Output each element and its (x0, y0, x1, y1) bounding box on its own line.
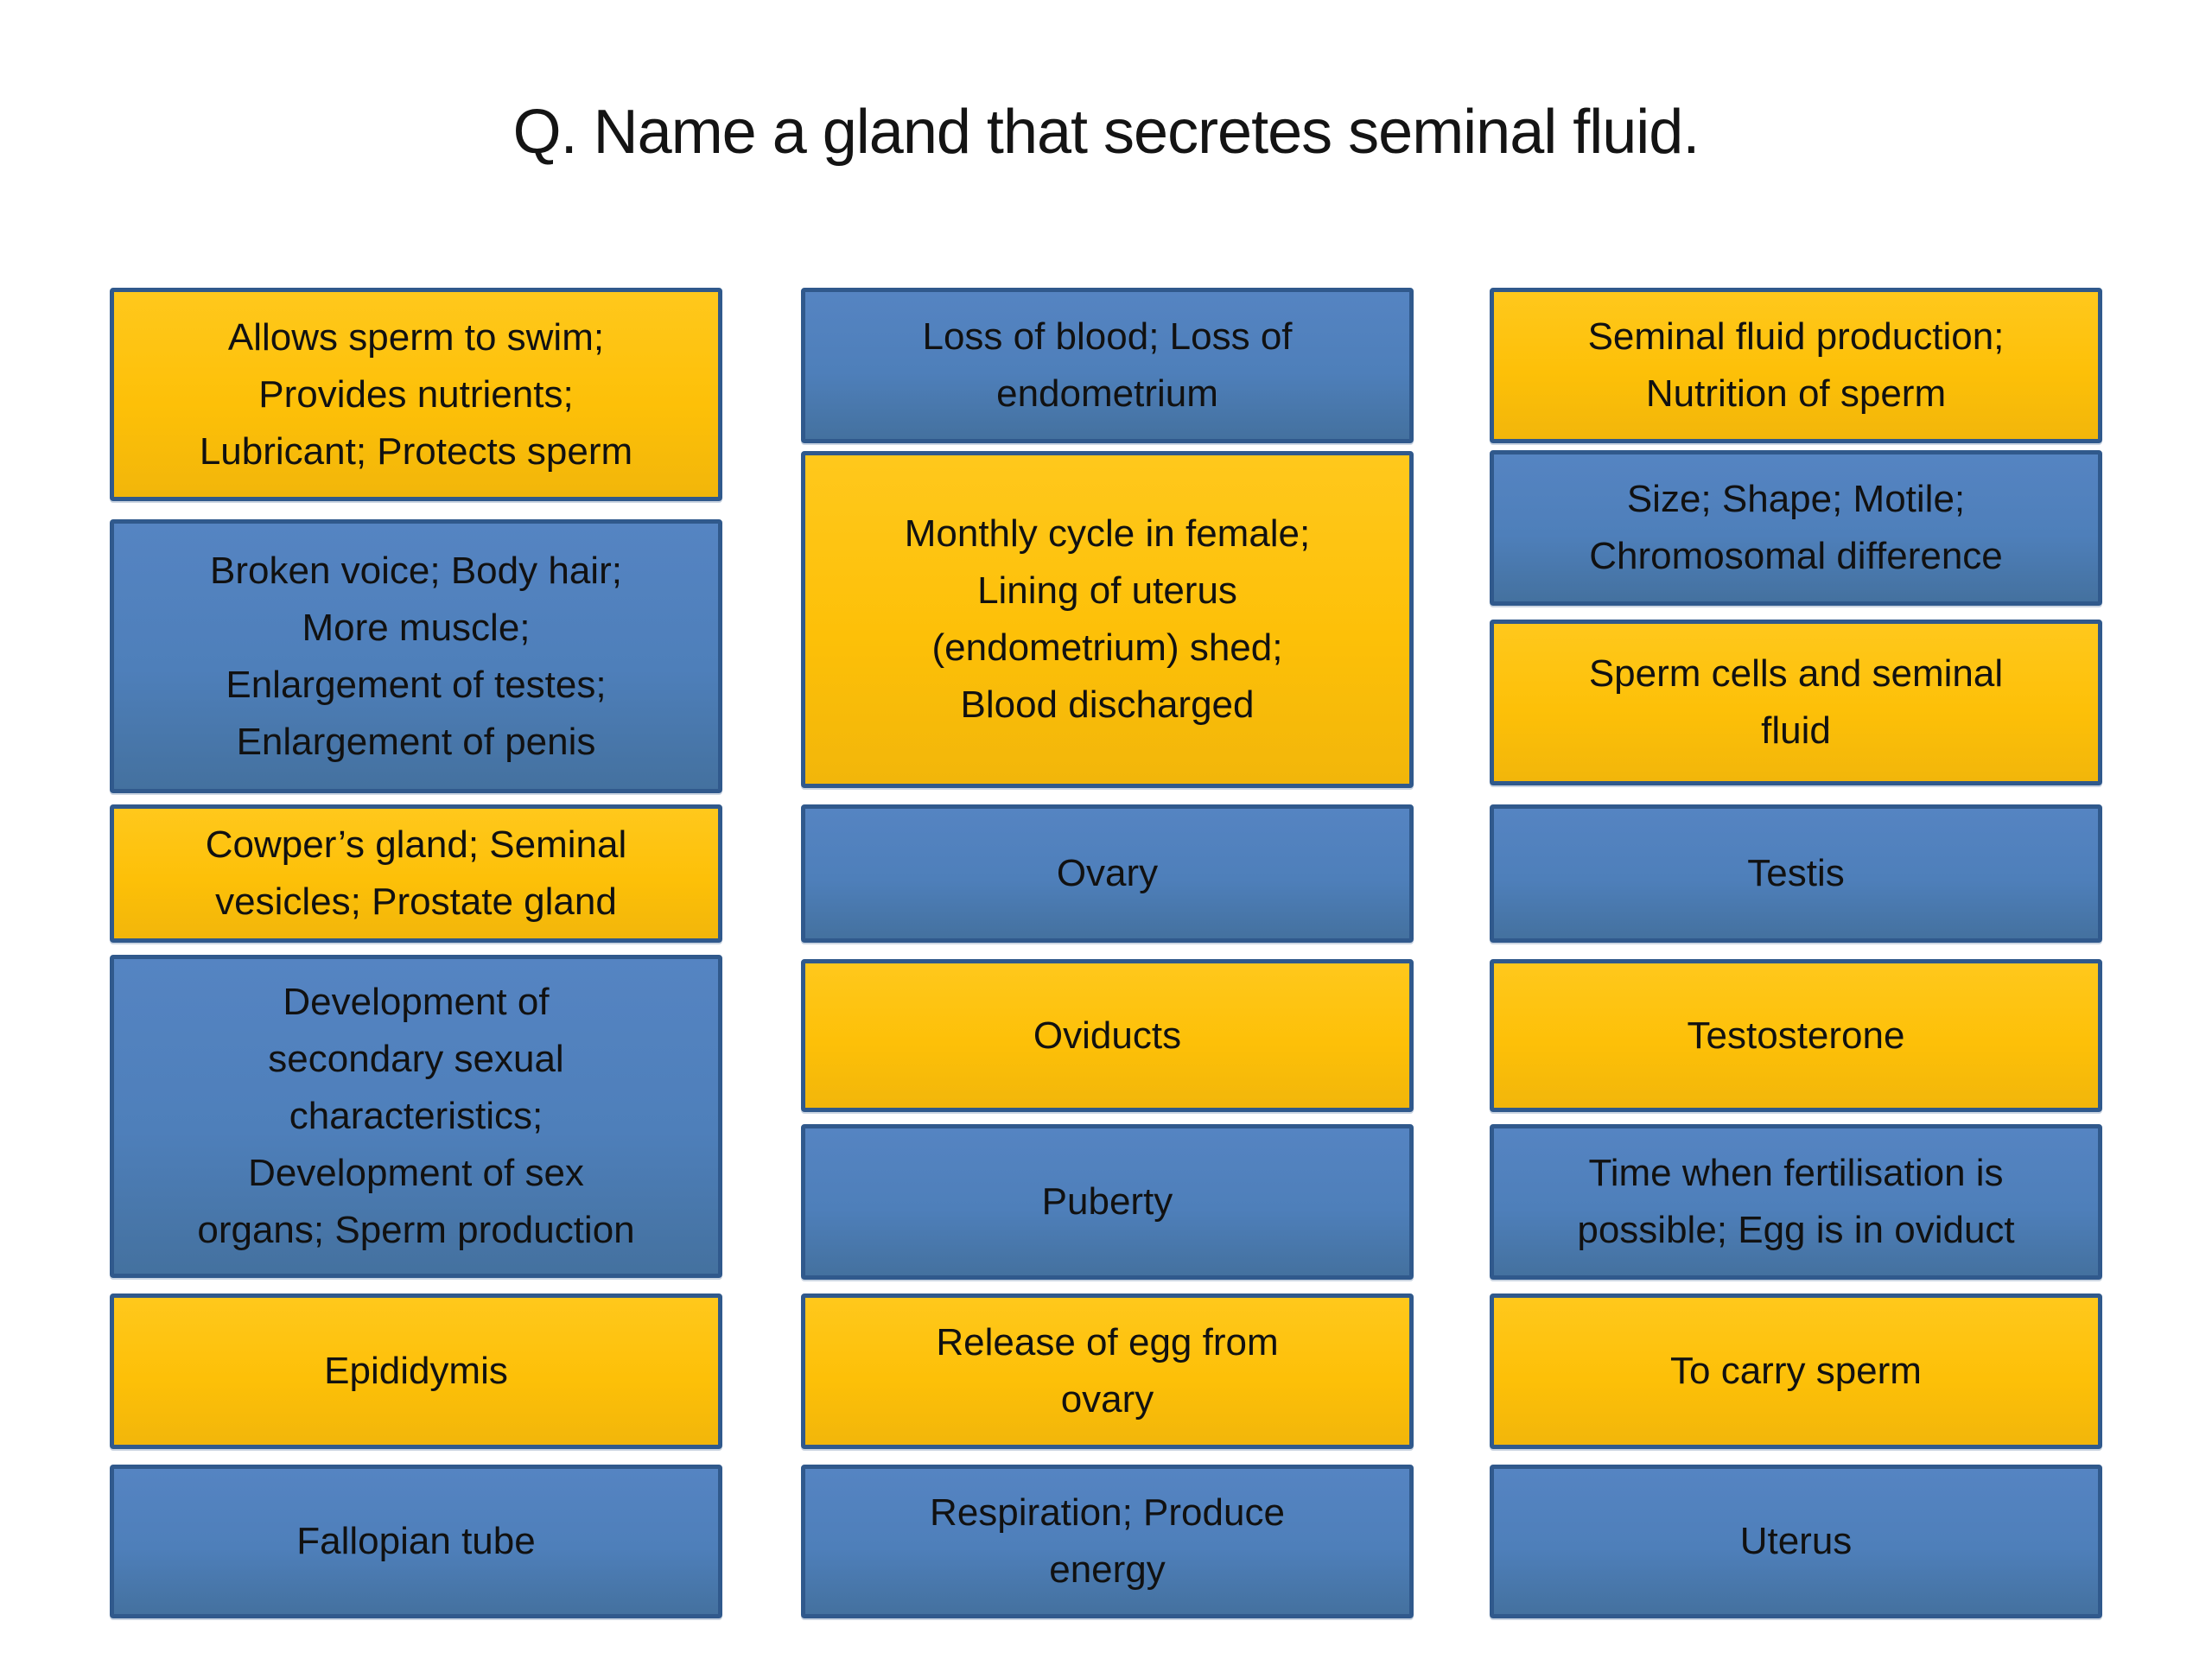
slide-title: Q. Name a gland that secretes seminal fl… (512, 98, 1700, 167)
answer-box: Testosterone (1490, 959, 2102, 1112)
answer-box: Testis (1490, 804, 2102, 943)
answer-box: Uterus (1490, 1465, 2102, 1618)
answer-box: Allows sperm to swim; Provides nutrients… (110, 288, 722, 501)
answer-box: Size; Shape; Motile; Chromosomal differe… (1490, 450, 2102, 606)
answer-box: Release of egg from ovary (801, 1294, 1414, 1449)
answer-box: Respiration; Produce energy (801, 1465, 1414, 1618)
answer-box: Time when fertilisation is possible; Egg… (1490, 1124, 2102, 1280)
answer-box: To carry sperm (1490, 1294, 2102, 1449)
answer-box: Sperm cells and seminal fluid (1490, 620, 2102, 785)
answer-box: Fallopian tube (110, 1465, 722, 1618)
answer-box: Oviducts (801, 959, 1414, 1112)
answer-box: Puberty (801, 1124, 1414, 1280)
answer-box: Seminal fluid production; Nutrition of s… (1490, 288, 2102, 443)
answer-box: Cowper’s gland; Seminal vesicles; Prosta… (110, 804, 722, 943)
answer-box: Ovary (801, 804, 1414, 943)
answer-box: Epididymis (110, 1294, 722, 1449)
answer-box: Loss of blood; Loss of endometrium (801, 288, 1414, 443)
answer-box: Broken voice; Body hair; More muscle; En… (110, 519, 722, 793)
answer-box: Monthly cycle in female; Lining of uteru… (801, 451, 1414, 788)
answer-box: Development of secondary sexual characte… (110, 955, 722, 1278)
